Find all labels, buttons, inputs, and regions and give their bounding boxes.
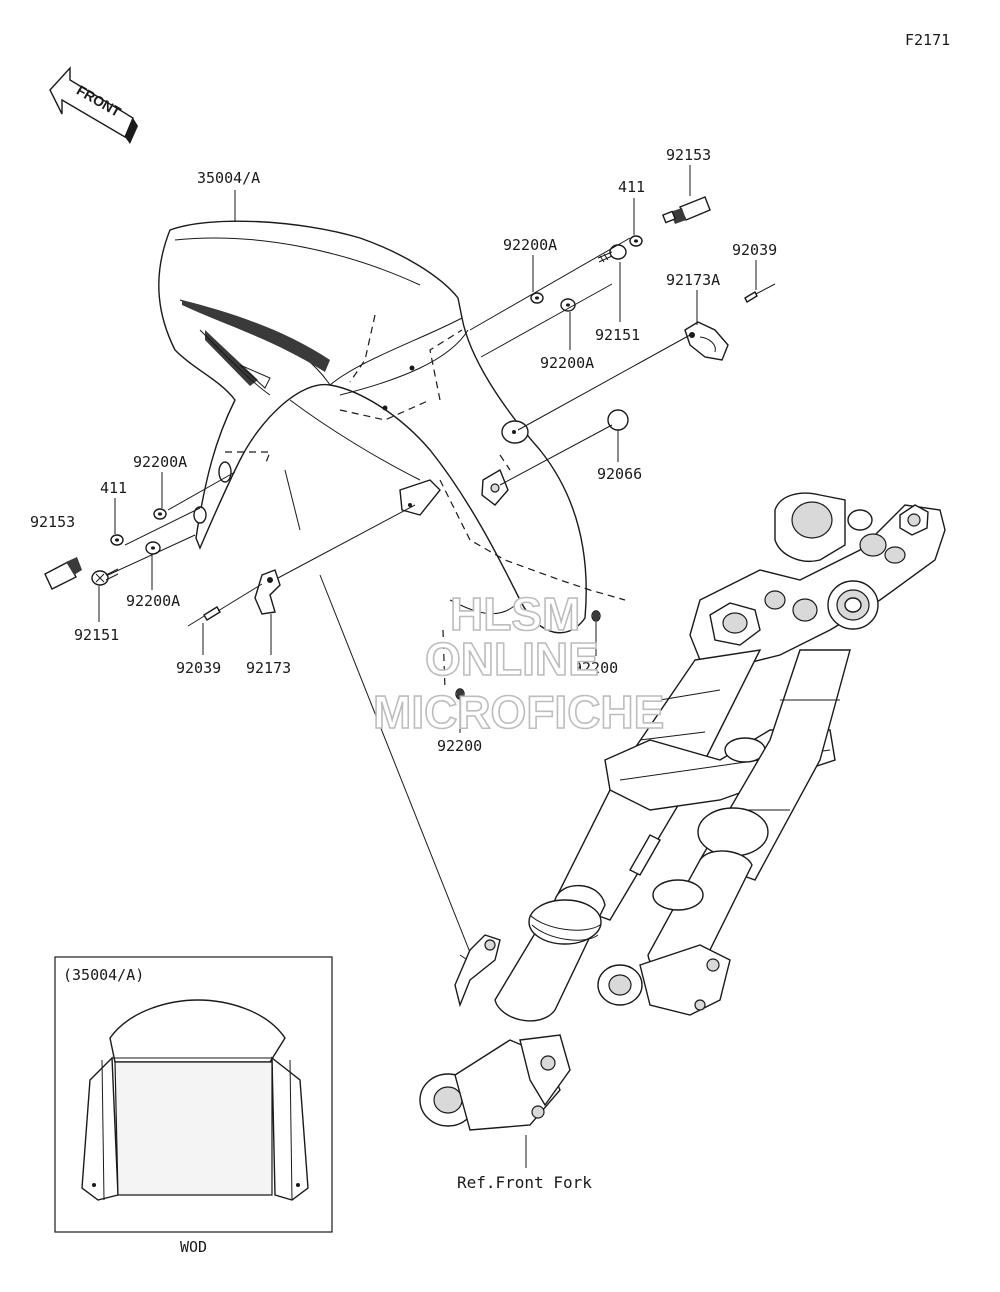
clip-92200-center <box>455 688 465 700</box>
label-411-right: 411 <box>618 178 645 196</box>
label-92039-left: 92039 <box>176 659 221 677</box>
watermark-line-1: HLSM <box>450 588 580 640</box>
clamp-92173 <box>254 569 281 615</box>
clip-92200-right <box>591 610 601 622</box>
spacer-92153-right <box>661 196 711 224</box>
label-92153-left: 92153 <box>30 513 75 531</box>
inset-fender-wod <box>81 999 309 1201</box>
label-92200-center: 92200 <box>437 737 482 755</box>
front-fork <box>419 492 946 1131</box>
label-92200-right: 92200 <box>573 659 618 677</box>
inset-caption: WOD <box>180 1238 207 1256</box>
pin-92039-left <box>187 606 221 627</box>
label-411-left: 411 <box>100 479 127 497</box>
label-92200a-top: 92200A <box>503 236 557 254</box>
watermark-line-3: MICROFICHE <box>373 686 664 738</box>
label-92151-right: 92151 <box>595 326 640 344</box>
label-92173: 92173 <box>246 659 291 677</box>
label-35004a: 35004/A <box>197 169 260 187</box>
reference-label: Ref.Front Fork <box>457 1173 592 1192</box>
label-92153-right: 92153 <box>666 146 711 164</box>
pin-92039-right <box>744 283 776 303</box>
watermark: HLSM ONLINE MICROFICHE <box>372 587 665 739</box>
bolt-92151-right <box>597 244 627 263</box>
label-92066: 92066 <box>597 465 642 483</box>
label-92200a-left-lower: 92200A <box>126 592 180 610</box>
front-fender <box>158 220 587 634</box>
diagram-code: F2171 <box>905 31 950 49</box>
watermark-line-2: ONLINE <box>425 633 599 685</box>
leader-lines <box>98 165 757 1168</box>
label-92151-left: 92151 <box>74 626 119 644</box>
label-92039-right: 92039 <box>732 241 777 259</box>
label-92173a: 92173A <box>666 271 720 289</box>
part-labels: 35004/A 92153 411 92200A 92039 92173A 92… <box>30 146 777 1192</box>
grommet-92066 <box>607 409 629 431</box>
spacer-92153-left <box>44 557 82 590</box>
hidden-lines <box>225 314 626 691</box>
bolt-92151-left <box>91 568 119 586</box>
label-92200a-left-upper: 92200A <box>133 453 187 471</box>
front-arrow-icon: FRONT <box>49 66 138 144</box>
inset-box: (35004/A) WOD <box>54 956 333 1256</box>
label-92200a-mid: 92200A <box>540 354 594 372</box>
inset-title: (35004/A) <box>63 966 144 984</box>
clamp-92173a <box>684 321 729 361</box>
